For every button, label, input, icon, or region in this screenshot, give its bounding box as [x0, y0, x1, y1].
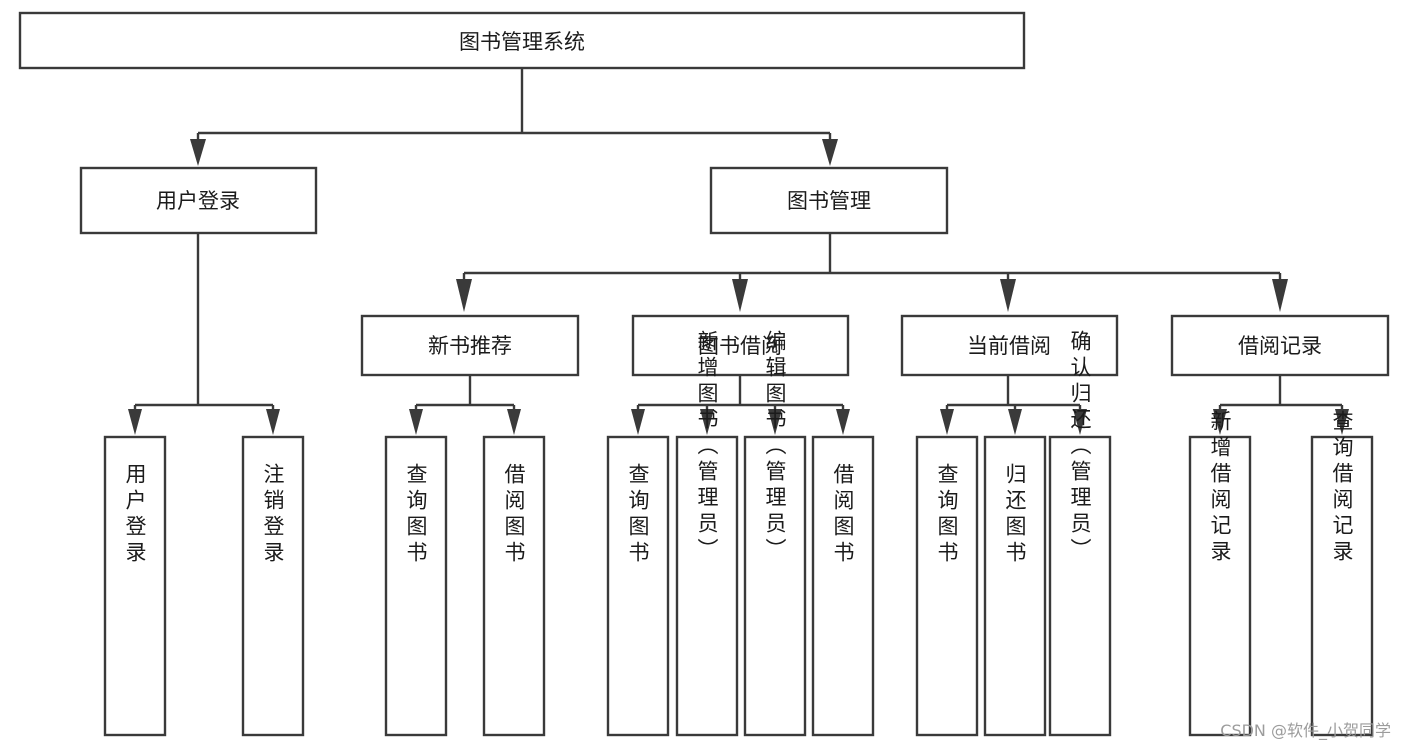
leaf-node-user-login-box[interactable]: [103, 435, 167, 737]
leaf-node-query-book-rec-box[interactable]: [384, 435, 448, 737]
node-new-book-recommend-label: 新书推荐: [428, 334, 512, 358]
leaf-node-add-book-admin[interactable]: 新增图书（管理员）: [675, 330, 739, 737]
leaf-node-query-borrow-record[interactable]: 查询借阅记录: [1310, 410, 1374, 737]
leaf-node-query-borrow-record-label: 查询借阅记录: [1330, 410, 1354, 566]
arrow-head-book-mgmt: [822, 139, 838, 166]
arrow-head-leaf-confirm-return: [1073, 409, 1087, 435]
leaf-node-query-book-current[interactable]: 查询图书: [915, 435, 979, 737]
node-root-system-label: 图书管理系统: [459, 30, 585, 54]
leaf-node-logout-box[interactable]: [241, 435, 305, 737]
leaf-node-add-book-admin-box[interactable]: [675, 435, 739, 737]
node-new-book-recommend[interactable]: 新书推荐: [360, 314, 580, 377]
leaf-node-return-book[interactable]: 归还图书: [983, 435, 1047, 737]
leaf-node-query-book-current-label: 查询图书: [935, 463, 959, 567]
node-current-borrow[interactable]: 当前借阅: [900, 314, 1119, 377]
connector-group-root: [190, 68, 838, 166]
leaf-node-add-borrow-record-label: 新增借阅记录: [1208, 410, 1232, 566]
node-current-borrow-label: 当前借阅: [967, 334, 1051, 358]
leaf-node-borrow-book-borrow-label: 借阅图书: [831, 463, 855, 567]
leaf-node-return-book-label: 归还图书: [1003, 463, 1027, 567]
arrow-head-leaf-query-book-1: [409, 409, 423, 435]
connector-group-current-borrow: [940, 375, 1087, 435]
connector-group-user-login: [128, 233, 280, 435]
node-user-login-box[interactable]: [79, 166, 318, 235]
leaf-node-query-book-rec-label: 查询图书: [404, 463, 428, 567]
arrow-head-leaf-query-book-2: [631, 409, 645, 435]
node-current-borrow-box[interactable]: [900, 314, 1119, 377]
arrow-head-leaf-query-record: [1335, 409, 1349, 435]
leaf-node-query-book-borrow-box[interactable]: [606, 435, 670, 737]
arrow-head-leaf-user-login: [128, 409, 142, 435]
leaf-node-borrow-book-rec-box[interactable]: [482, 435, 546, 737]
connector-group-new-book-rec: [409, 375, 521, 435]
arrow-head-leaf-add-book: [700, 409, 714, 435]
arrow-head-leaf-return-book: [1008, 409, 1022, 435]
node-book-borrow-box[interactable]: [631, 314, 850, 377]
arrow-head-leaf-query-book-3: [940, 409, 954, 435]
leaf-node-edit-book-admin[interactable]: 编辑图书（管理员）: [743, 330, 807, 737]
leaf-node-query-borrow-record-box[interactable]: [1310, 435, 1374, 737]
arrow-head-leaf-borrow-book-1: [507, 409, 521, 435]
node-root-system-box[interactable]: [18, 11, 1026, 70]
node-book-management-box[interactable]: [709, 166, 949, 235]
leaf-node-query-book-current-box[interactable]: [915, 435, 979, 737]
node-borrow-records[interactable]: 借阅记录: [1170, 314, 1390, 377]
node-new-book-recommend-box[interactable]: [360, 314, 580, 377]
connector-group-borrow-records: [1213, 375, 1349, 435]
node-book-borrow[interactable]: 图书借阅: [631, 314, 850, 377]
leaf-node-query-book-borrow[interactable]: 查询图书: [606, 435, 670, 737]
leaf-node-add-borrow-record-box[interactable]: [1188, 435, 1252, 737]
node-book-management[interactable]: 图书管理: [709, 166, 949, 235]
leaf-node-query-book-borrow-label: 查询图书: [626, 463, 650, 567]
arrow-head-borrow-records: [1272, 279, 1288, 312]
connector-group-book-mgmt: [456, 233, 1288, 312]
leaf-node-query-book-rec[interactable]: 查询图书: [384, 435, 448, 737]
node-root-system[interactable]: 图书管理系统: [18, 11, 1026, 70]
leaf-node-logout-label: 注销登录: [261, 463, 285, 567]
connector-group-book-borrow: [631, 375, 850, 435]
leaf-node-borrow-book-borrow[interactable]: 借阅图书: [811, 435, 875, 737]
node-borrow-records-box[interactable]: [1170, 314, 1390, 377]
leaf-node-logout[interactable]: 注销登录: [241, 435, 305, 737]
leaf-node-user-login-label: 用户登录: [123, 463, 147, 567]
node-user-login-label: 用户登录: [156, 189, 240, 213]
leaf-node-borrow-book-rec[interactable]: 借阅图书: [482, 435, 546, 737]
leaf-node-user-login[interactable]: 用户登录: [103, 435, 167, 737]
leaf-node-return-book-box[interactable]: [983, 435, 1047, 737]
leaf-node-add-book-admin-label: 新增图书（管理员）: [695, 330, 719, 564]
arrow-head-leaf-edit-book: [768, 409, 782, 435]
leaf-node-edit-book-admin-label: 编辑图书（管理员）: [763, 330, 787, 564]
node-book-borrow-label: 图书借阅: [698, 334, 782, 358]
leaf-node-confirm-return-admin[interactable]: 确认归还（管理员）: [1048, 330, 1112, 737]
leaf-node-add-borrow-record[interactable]: 新增借阅记录: [1188, 410, 1252, 737]
arrow-head-new-book-rec: [456, 279, 472, 312]
csdn-watermark: CSDN @软件_小贺同学: [1220, 721, 1391, 740]
leaf-node-borrow-book-borrow-box[interactable]: [811, 435, 875, 737]
leaf-node-confirm-return-admin-box[interactable]: [1048, 435, 1112, 737]
arrow-head-leaf-logout: [266, 409, 280, 435]
arrow-head-user-login: [190, 139, 206, 166]
leaf-node-edit-book-admin-box[interactable]: [743, 435, 807, 737]
arrow-head-book-borrow: [732, 279, 748, 312]
node-user-login[interactable]: 用户登录: [79, 166, 318, 235]
leaf-node-borrow-book-rec-label: 借阅图书: [502, 463, 526, 567]
node-book-management-label: 图书管理: [787, 189, 871, 213]
arrow-head-leaf-borrow-book-2: [836, 409, 850, 435]
arrow-head-current-borrow: [1000, 279, 1016, 312]
node-borrow-records-label: 借阅记录: [1238, 334, 1322, 358]
arrow-head-leaf-add-record: [1213, 409, 1227, 435]
leaf-node-confirm-return-admin-label: 确认归还（管理员）: [1068, 330, 1092, 564]
